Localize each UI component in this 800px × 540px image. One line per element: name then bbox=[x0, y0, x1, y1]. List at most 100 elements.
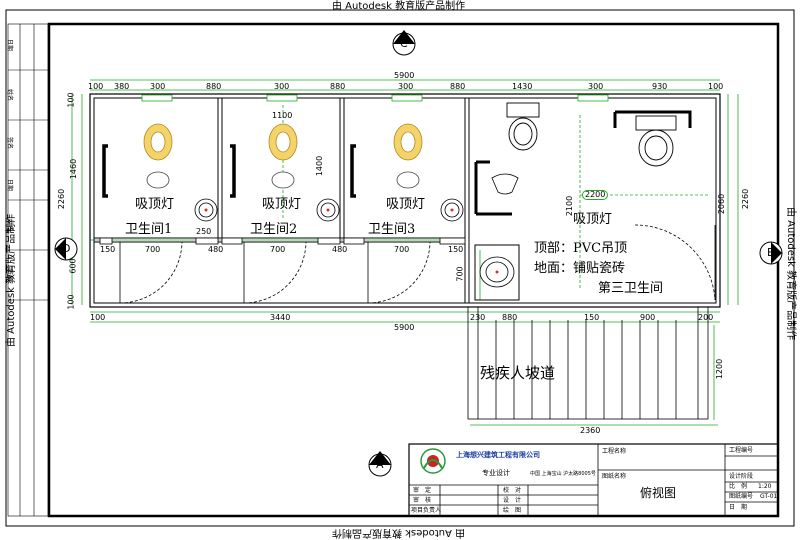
dim-top-seg: 300 bbox=[588, 82, 604, 91]
doors bbox=[99, 224, 716, 304]
tb-row2-label: 校 对 bbox=[503, 487, 522, 494]
grid-marker-a: A bbox=[376, 458, 384, 471]
dim-bottom-total: 5900 bbox=[394, 323, 415, 332]
design-stage-label: 设计阶段 bbox=[729, 473, 754, 480]
room-label-wc1: 卫生间1 bbox=[125, 222, 173, 237]
grid-marker-b: B bbox=[767, 246, 775, 259]
project-name-label: 工程名称 bbox=[602, 448, 627, 455]
tb-row2-label: 设 计 bbox=[503, 497, 522, 504]
dim-2200: 2200 bbox=[582, 190, 609, 200]
dim-top-seg: 300 bbox=[150, 82, 166, 91]
title-block bbox=[408, 443, 779, 517]
dim-door-seg: 150 bbox=[448, 245, 464, 254]
side-table-label: 姓名 bbox=[6, 88, 14, 102]
wash-basins bbox=[194, 198, 515, 288]
dim-1400: 1400 bbox=[315, 155, 325, 177]
dim-right-total: 2260 bbox=[741, 188, 751, 210]
scale-label: 比 例 bbox=[729, 483, 748, 490]
side-table-label: 日期 bbox=[6, 38, 14, 52]
dim-left-lower: 600 bbox=[68, 258, 78, 274]
light-label-1: 吸顶灯 bbox=[135, 197, 175, 212]
ramp-label: 残疾人坡道 bbox=[480, 364, 556, 382]
dim-door-seg: 150 bbox=[100, 245, 116, 254]
grid-marker-c: C bbox=[400, 37, 408, 50]
scale-value: 1:20 bbox=[758, 483, 772, 490]
company-subtitle: 专业设计 bbox=[482, 469, 510, 477]
dim-bottom-3440: 3440 bbox=[270, 313, 291, 322]
light-label-4: 吸顶灯 bbox=[573, 212, 613, 227]
dim-top-seg: 300 bbox=[398, 82, 414, 91]
dim-top-seg: 930 bbox=[652, 82, 668, 91]
dim-250: 250 bbox=[196, 227, 212, 236]
ramp bbox=[467, 306, 709, 420]
tb-row-label: 审 定 bbox=[413, 487, 432, 494]
drawing-no: GT-01 bbox=[760, 493, 778, 500]
dim-top-seg: 880 bbox=[206, 82, 222, 91]
tb-row2-label: 绘 图 bbox=[503, 507, 522, 514]
dim-1100: 1100 bbox=[272, 111, 293, 120]
dim-door-seg: 700 bbox=[394, 245, 410, 254]
dim-bottom-2360: 2360 bbox=[580, 426, 601, 435]
dim-2060: 2060 bbox=[717, 193, 727, 215]
windows bbox=[141, 94, 609, 102]
dim-bottom-200: 200 bbox=[698, 313, 714, 322]
side-table-label: 签名 bbox=[6, 268, 14, 282]
drawing-name-label: 图纸名称 bbox=[602, 473, 627, 480]
company-address: 中国 上海宝山 沪太路8005号 bbox=[530, 471, 596, 477]
dim-top-seg: 1430 bbox=[512, 82, 533, 91]
room-label-wc2: 卫生间2 bbox=[250, 222, 298, 237]
squat-toilets bbox=[143, 123, 423, 189]
dim-top-seg: 880 bbox=[330, 82, 346, 91]
dim-top-seg: 300 bbox=[274, 82, 290, 91]
grab-bars bbox=[102, 110, 692, 216]
dim-door-seg: 700 bbox=[145, 245, 161, 254]
dim-700v: 700 bbox=[455, 266, 465, 282]
urinal bbox=[491, 173, 519, 195]
dim-door-seg: 700 bbox=[270, 245, 286, 254]
watermark-top: 由 Autodesk 教育版产品制作 bbox=[332, 1, 466, 12]
dim-bottom-880: 880 bbox=[502, 313, 518, 322]
ceiling-note: 顶部：PVC吊顶 bbox=[534, 241, 628, 256]
company-name: 上海想兴建筑工程有限公司 bbox=[456, 451, 540, 459]
watermark-right: 由 Autodesk 教育版产品制作 bbox=[785, 207, 796, 341]
tb-row-label: 项目负责人 bbox=[411, 507, 442, 514]
dim-door-seg: 480 bbox=[332, 245, 348, 254]
project-no-label: 工程编号 bbox=[729, 447, 754, 454]
side-revision-table bbox=[7, 23, 49, 517]
dim-bottom-900: 900 bbox=[640, 313, 656, 322]
dim-top-seg: 380 bbox=[114, 82, 130, 91]
side-table-label: 姓名 bbox=[6, 218, 14, 232]
dim-door-seg: 480 bbox=[208, 245, 224, 254]
company-logo bbox=[420, 448, 446, 474]
floor-note: 地面：铺贴瓷砖 bbox=[534, 261, 626, 276]
outer-border bbox=[5, 9, 795, 527]
dim-bottom-230: 230 bbox=[470, 313, 486, 322]
grid-marker-d: D bbox=[62, 242, 71, 255]
dim-bottom-1200: 1200 bbox=[715, 358, 725, 380]
light-label-2: 吸顶灯 bbox=[262, 197, 302, 212]
dim-top-seg: 880 bbox=[450, 82, 466, 91]
drawing-no-label: 图纸编号 bbox=[729, 493, 754, 500]
dim-left-extra: 100 bbox=[66, 92, 76, 108]
side-table-label: 签名 bbox=[6, 136, 14, 150]
room-label-wc3: 卫生间3 bbox=[368, 222, 416, 237]
dim-bottom-150: 150 bbox=[584, 313, 600, 322]
western-toilets bbox=[506, 102, 677, 167]
dim-left-upper: 1460 bbox=[69, 158, 79, 180]
dim-top-seg: 100 bbox=[708, 82, 724, 91]
grid-marker-arrows bbox=[55, 30, 782, 465]
drawing-name: 俯视图 bbox=[640, 486, 677, 500]
dim-left-total: 2260 bbox=[57, 188, 67, 210]
dim-bottom-100: 100 bbox=[90, 313, 106, 322]
dim-left-extra2: 100 bbox=[66, 294, 76, 310]
dim-top-seg: 100 bbox=[88, 82, 104, 91]
watermark-bottom: 由 Autodesk 教育版产品制作 bbox=[332, 527, 466, 538]
side-table-label: 日期 bbox=[6, 178, 14, 192]
tb-row-label: 审 核 bbox=[413, 497, 432, 504]
date-label: 日 期 bbox=[729, 504, 748, 511]
dim-top-total: 5900 bbox=[394, 71, 415, 80]
room-label-accessible: 第三卫生间 bbox=[598, 281, 664, 296]
light-label-3: 吸顶灯 bbox=[386, 197, 426, 212]
